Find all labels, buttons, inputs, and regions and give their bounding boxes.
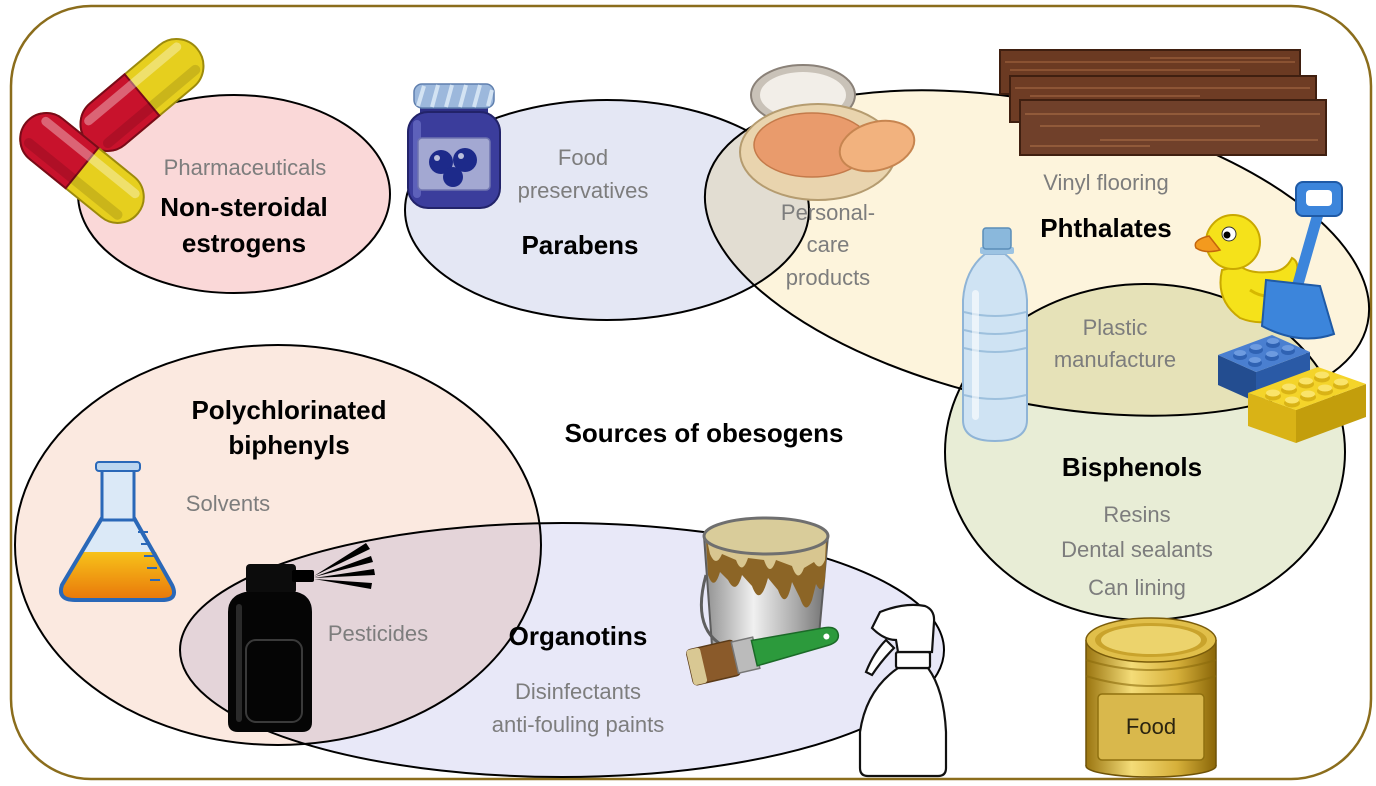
plastic-manufacture-label: Plastic bbox=[1083, 315, 1148, 340]
aerosol-spray-can-icon bbox=[228, 543, 375, 732]
pharmaceuticals-label: Pharmaceuticals bbox=[164, 155, 327, 180]
anti-fouling-paints-label: anti-fouling paints bbox=[492, 712, 664, 737]
organotins-label: Organotins bbox=[509, 621, 648, 651]
plastic-manufacture-label-line2: manufacture bbox=[1054, 347, 1176, 372]
toy-shovel-icon bbox=[1260, 181, 1343, 340]
makeup-compact-icon bbox=[739, 64, 916, 201]
wood-flooring-planks-icon bbox=[999, 49, 1327, 156]
toy-bricks-icon bbox=[1218, 335, 1366, 443]
paint-bucket-icon bbox=[699, 516, 830, 656]
personal-care-products-label-line2: care bbox=[807, 232, 850, 257]
capsule-pills-icon bbox=[19, 38, 205, 224]
non-steroidal-estrogens-label: Non-steroidal bbox=[160, 192, 328, 222]
resins-label: Resins bbox=[1103, 502, 1170, 527]
personal-care-products-label-line3: products bbox=[786, 265, 870, 290]
disinfectants-label: Disinfectants bbox=[515, 679, 641, 704]
food-can-icon bbox=[1085, 617, 1217, 778]
chemical-flask-icon bbox=[58, 461, 176, 602]
solvents-label: Solvents bbox=[186, 491, 270, 516]
phthalates-label: Phthalates bbox=[1040, 213, 1172, 243]
food-preservatives-label: Food bbox=[558, 145, 608, 170]
food-preservatives-label-line2: preservatives bbox=[518, 178, 649, 203]
diagram-title: Sources of obesogens bbox=[565, 418, 844, 448]
polychlorinated-biphenyls-label-line2: biphenyls bbox=[228, 430, 349, 460]
can-lining-label: Can lining bbox=[1088, 575, 1186, 600]
plastic-bottle-icon bbox=[962, 227, 1028, 443]
paint-brush-icon bbox=[685, 626, 840, 686]
spray-bottle-icon bbox=[858, 603, 948, 778]
personal-care-products-label: Personal- bbox=[781, 200, 875, 225]
parabens-label: Parabens bbox=[521, 230, 638, 260]
pesticides-label: Pesticides bbox=[328, 621, 428, 646]
bisphenols-label: Bisphenols bbox=[1062, 452, 1202, 482]
vinyl-flooring-label: Vinyl flooring bbox=[1043, 170, 1169, 195]
dental-sealants-label: Dental sealants bbox=[1061, 537, 1213, 562]
food-can-label: Food bbox=[1126, 714, 1176, 739]
non-steroidal-estrogens-label-line2: estrogens bbox=[182, 228, 306, 258]
polychlorinated-biphenyls-label: Polychlorinated bbox=[191, 395, 386, 425]
jam-jar-icon bbox=[407, 83, 501, 209]
